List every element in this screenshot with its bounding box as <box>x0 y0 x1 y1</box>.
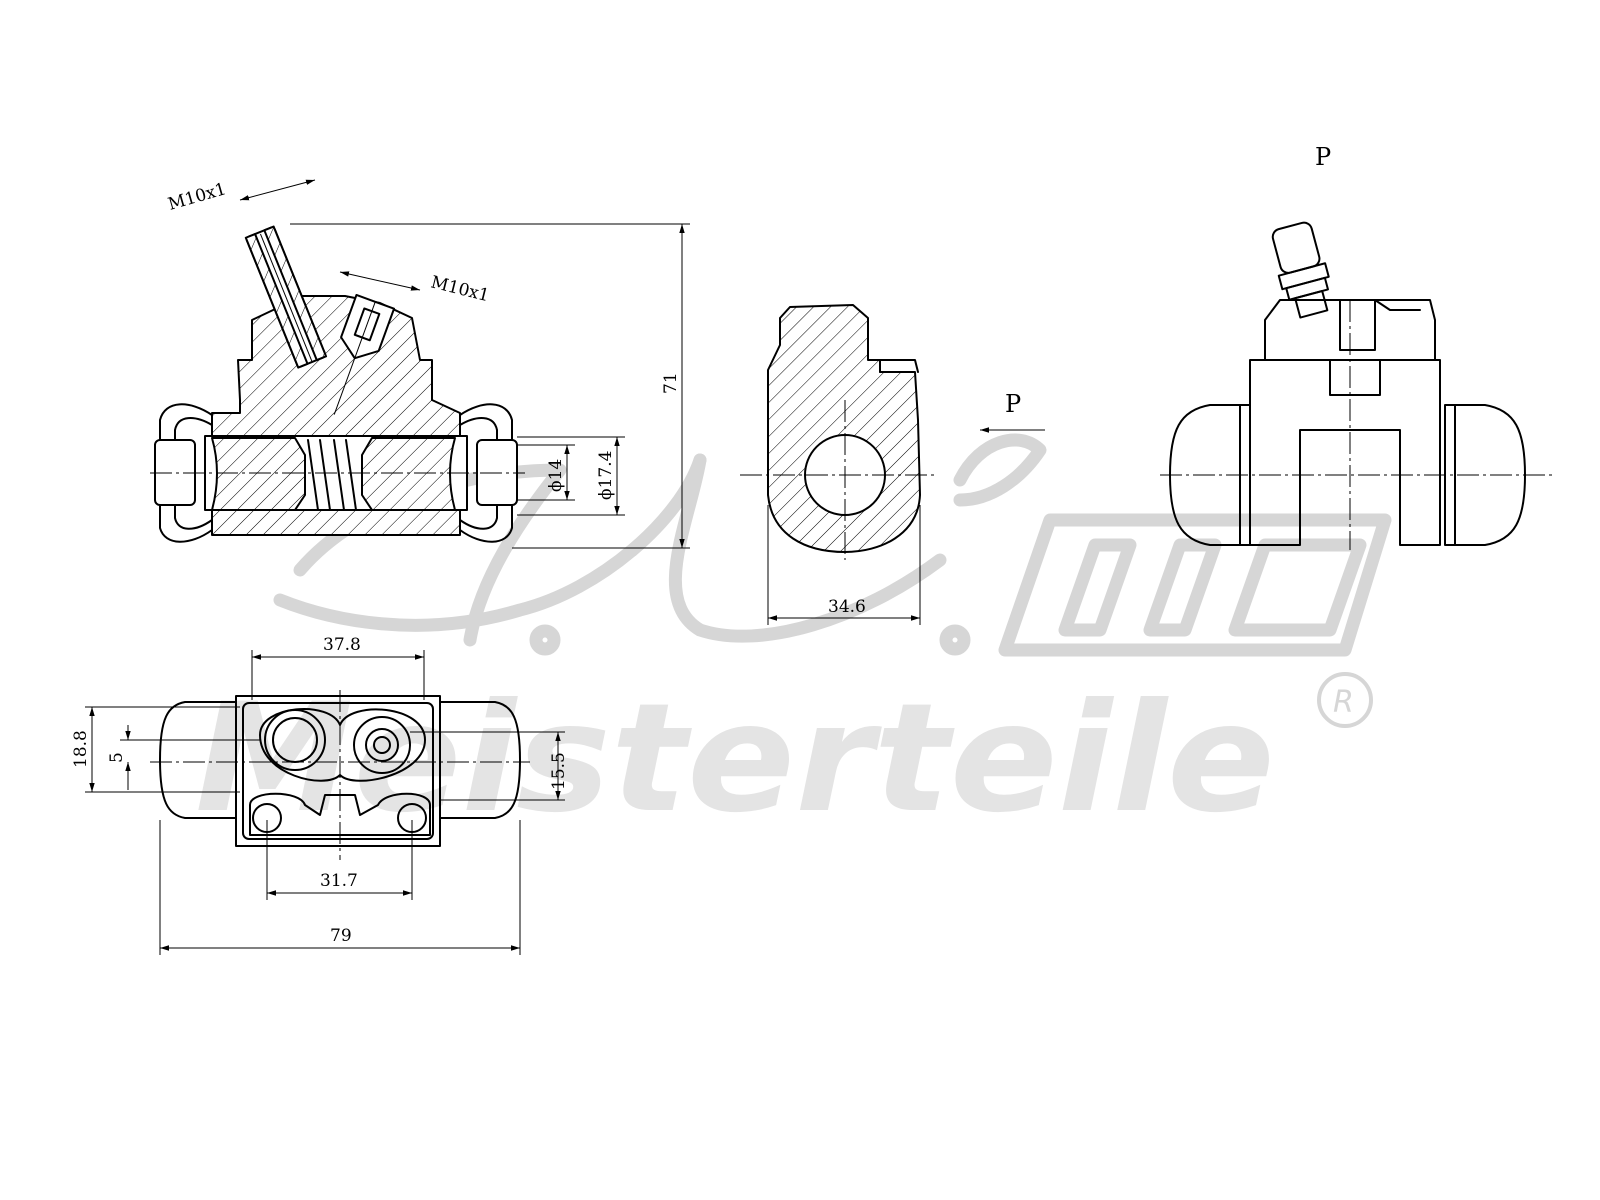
dim-offset-5: 5 <box>107 725 260 790</box>
top-view: 37.8 18.8 5 15.5 31.7 <box>71 635 569 955</box>
height-dim-label: 71 <box>661 372 681 394</box>
dim-width-34-6: 34.6 <box>767 505 921 625</box>
thread-label-1: M10x1 <box>166 179 229 215</box>
registered-mark: R <box>1333 685 1354 720</box>
thread-label-2: M10x1 <box>429 272 492 306</box>
flange-width-dim-label: 37.8 <box>323 635 361 655</box>
inlet-port <box>333 293 396 415</box>
front-bleeder <box>1271 221 1330 319</box>
front-body <box>1249 359 1441 546</box>
top-flange-inner <box>242 702 434 840</box>
section-body <box>211 295 461 448</box>
section-body-lower <box>211 509 461 536</box>
top-mount-outline <box>249 792 431 836</box>
port-spacing-dim-label: 15.5 <box>549 752 569 790</box>
dim-thread-1: M10x1 <box>166 179 316 215</box>
dim-height-71: 71 <box>290 223 690 549</box>
front-body-upper <box>1264 299 1436 361</box>
dim-bolt-31-7: 31.7 <box>266 820 413 900</box>
dim-height-18-8: 18.8 <box>71 706 240 793</box>
top-right-cap <box>439 701 521 819</box>
view-direction-arrow: P <box>980 390 1045 433</box>
bleeder-port-outer <box>264 709 326 771</box>
top-left-cap <box>159 701 237 819</box>
side-view: 34.6 P <box>740 304 1045 625</box>
height-dim-label-top: 18.8 <box>71 730 91 768</box>
offset-dim-label: 5 <box>107 752 127 763</box>
section-spring <box>307 439 357 511</box>
bolt-spacing-dim-label: 31.7 <box>320 871 358 891</box>
outer-dim-label: ϕ17.4 <box>596 451 616 500</box>
bleeder-screw <box>244 225 328 369</box>
dim-bore: ϕ14 <box>517 444 575 501</box>
front-inlet-boss <box>1339 299 1421 351</box>
bore-dim-label: ϕ14 <box>546 459 566 492</box>
dim-overall-79: 79 <box>159 820 521 955</box>
front-boss <box>1329 359 1381 396</box>
front-view-p: P <box>1160 143 1555 550</box>
top-port-outline <box>259 708 426 782</box>
front-view-label: P <box>1315 143 1331 171</box>
right-piston <box>361 437 456 511</box>
section-view: M10x1 M10x1 71 ϕ14 ϕ17.4 <box>150 179 690 549</box>
inlet-port-mid <box>365 728 399 762</box>
overall-length-dim-label: 79 <box>330 926 352 946</box>
inlet-port-outer <box>353 716 411 774</box>
side-boss <box>879 359 919 373</box>
side-direction-label: P <box>1005 390 1021 418</box>
registered-mark-circle <box>1317 672 1373 728</box>
dim-flange-37-8: 37.8 <box>251 635 425 700</box>
inlet-port-hole <box>373 736 391 754</box>
side-width-dim-label: 34.6 <box>828 597 866 617</box>
dim-port-15-5: 15.5 <box>410 731 569 801</box>
left-piston <box>211 437 306 511</box>
dim-outer: ϕ17.4 <box>517 436 625 516</box>
top-flange <box>235 695 441 847</box>
